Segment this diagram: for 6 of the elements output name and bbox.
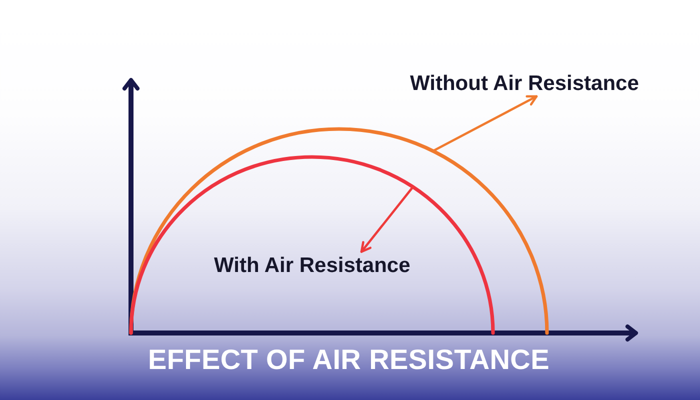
curve-label: With Air Resistance [214, 254, 410, 277]
leader-arrow [360, 186, 414, 253]
curve-label: Without Air Resistance [410, 72, 639, 95]
trajectory-curve [129, 128, 549, 335]
leader-arrow [432, 95, 538, 152]
diagram-title: EFFECT OF AIR RESISTANCE [148, 344, 550, 375]
